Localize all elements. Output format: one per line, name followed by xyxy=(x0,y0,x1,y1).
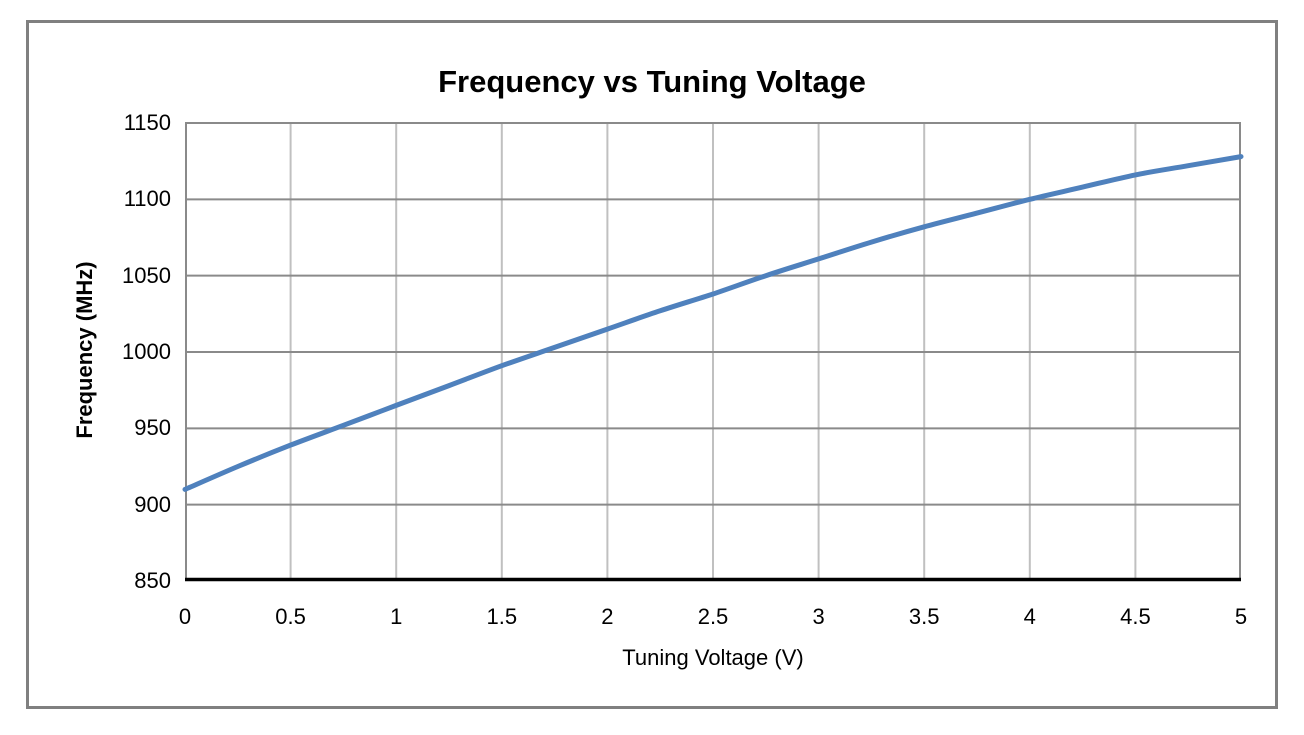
chart-container: Frequency vs Tuning Voltage Frequency (M… xyxy=(26,20,1278,709)
y-tick-label: 1000 xyxy=(122,339,171,364)
y-tick-label: 850 xyxy=(134,568,171,593)
x-tick-label: 0 xyxy=(178,604,192,629)
x-tick-label: 5 xyxy=(1234,604,1248,629)
x-axis-title: Tuning Voltage (V) xyxy=(622,645,804,670)
x-tick-label: 1 xyxy=(390,604,403,629)
x-tick-label: 3.5 xyxy=(908,604,940,629)
x-tick-label: 0.5 xyxy=(275,604,306,629)
chart-title: Frequency vs Tuning Voltage xyxy=(438,64,866,99)
y-tick-label: 1150 xyxy=(123,110,171,135)
plot-area xyxy=(182,122,1244,582)
y-tick-label: 950 xyxy=(134,415,171,441)
y-tick-label: 1100 xyxy=(123,186,171,212)
x-tick-label: 1.5 xyxy=(486,604,518,629)
y-tick-label: 1050 xyxy=(122,262,171,288)
x-tick-label: 3 xyxy=(812,604,825,629)
x-tick-label: 4 xyxy=(1023,604,1036,629)
x-tick-label: 2 xyxy=(601,604,614,629)
y-tick-label: 900 xyxy=(134,491,171,517)
x-tick-label: 2.5 xyxy=(697,604,729,629)
x-tick-label: 4.5 xyxy=(1120,604,1151,629)
data-series-line xyxy=(182,154,1244,492)
